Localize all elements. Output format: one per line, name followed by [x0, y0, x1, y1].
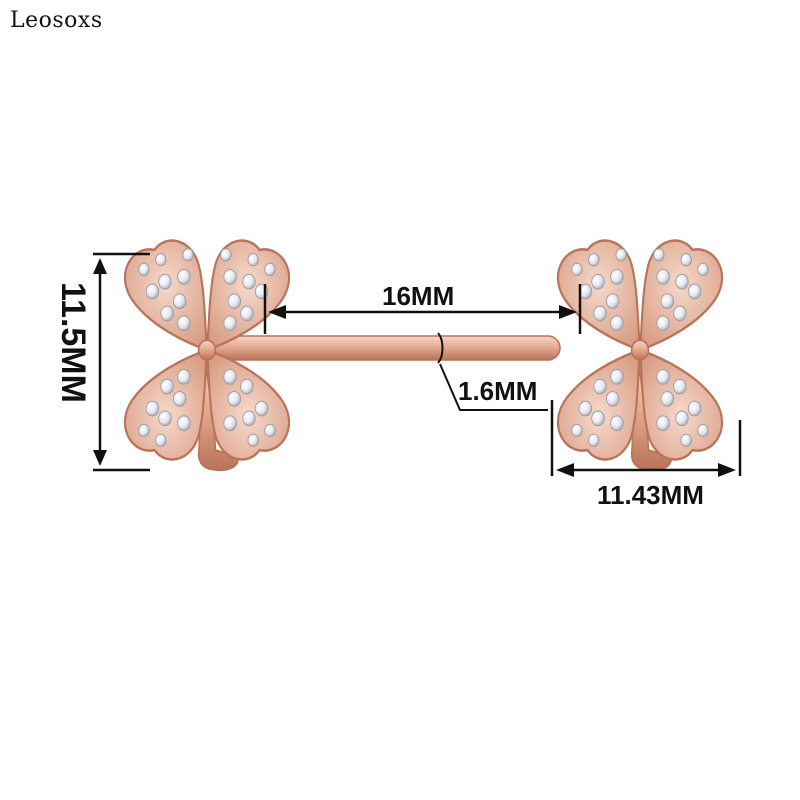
length-dimension-line [263, 284, 582, 334]
length-dimension-label: 16MM [382, 281, 454, 311]
gauge-dimension-label: 1.6MM [458, 376, 537, 406]
height-dimension-label: 11.5MM [54, 282, 92, 403]
brand-logo-text: Leosoxs [10, 8, 103, 33]
barbell-bar [199, 335, 561, 361]
height-dimension-line [93, 252, 150, 472]
width-dimension-label: 11.43MM [597, 480, 704, 510]
right-clover-end [556, 239, 724, 472]
gauge-dimension-line [437, 332, 548, 411]
width-dimension-line [550, 400, 742, 477]
